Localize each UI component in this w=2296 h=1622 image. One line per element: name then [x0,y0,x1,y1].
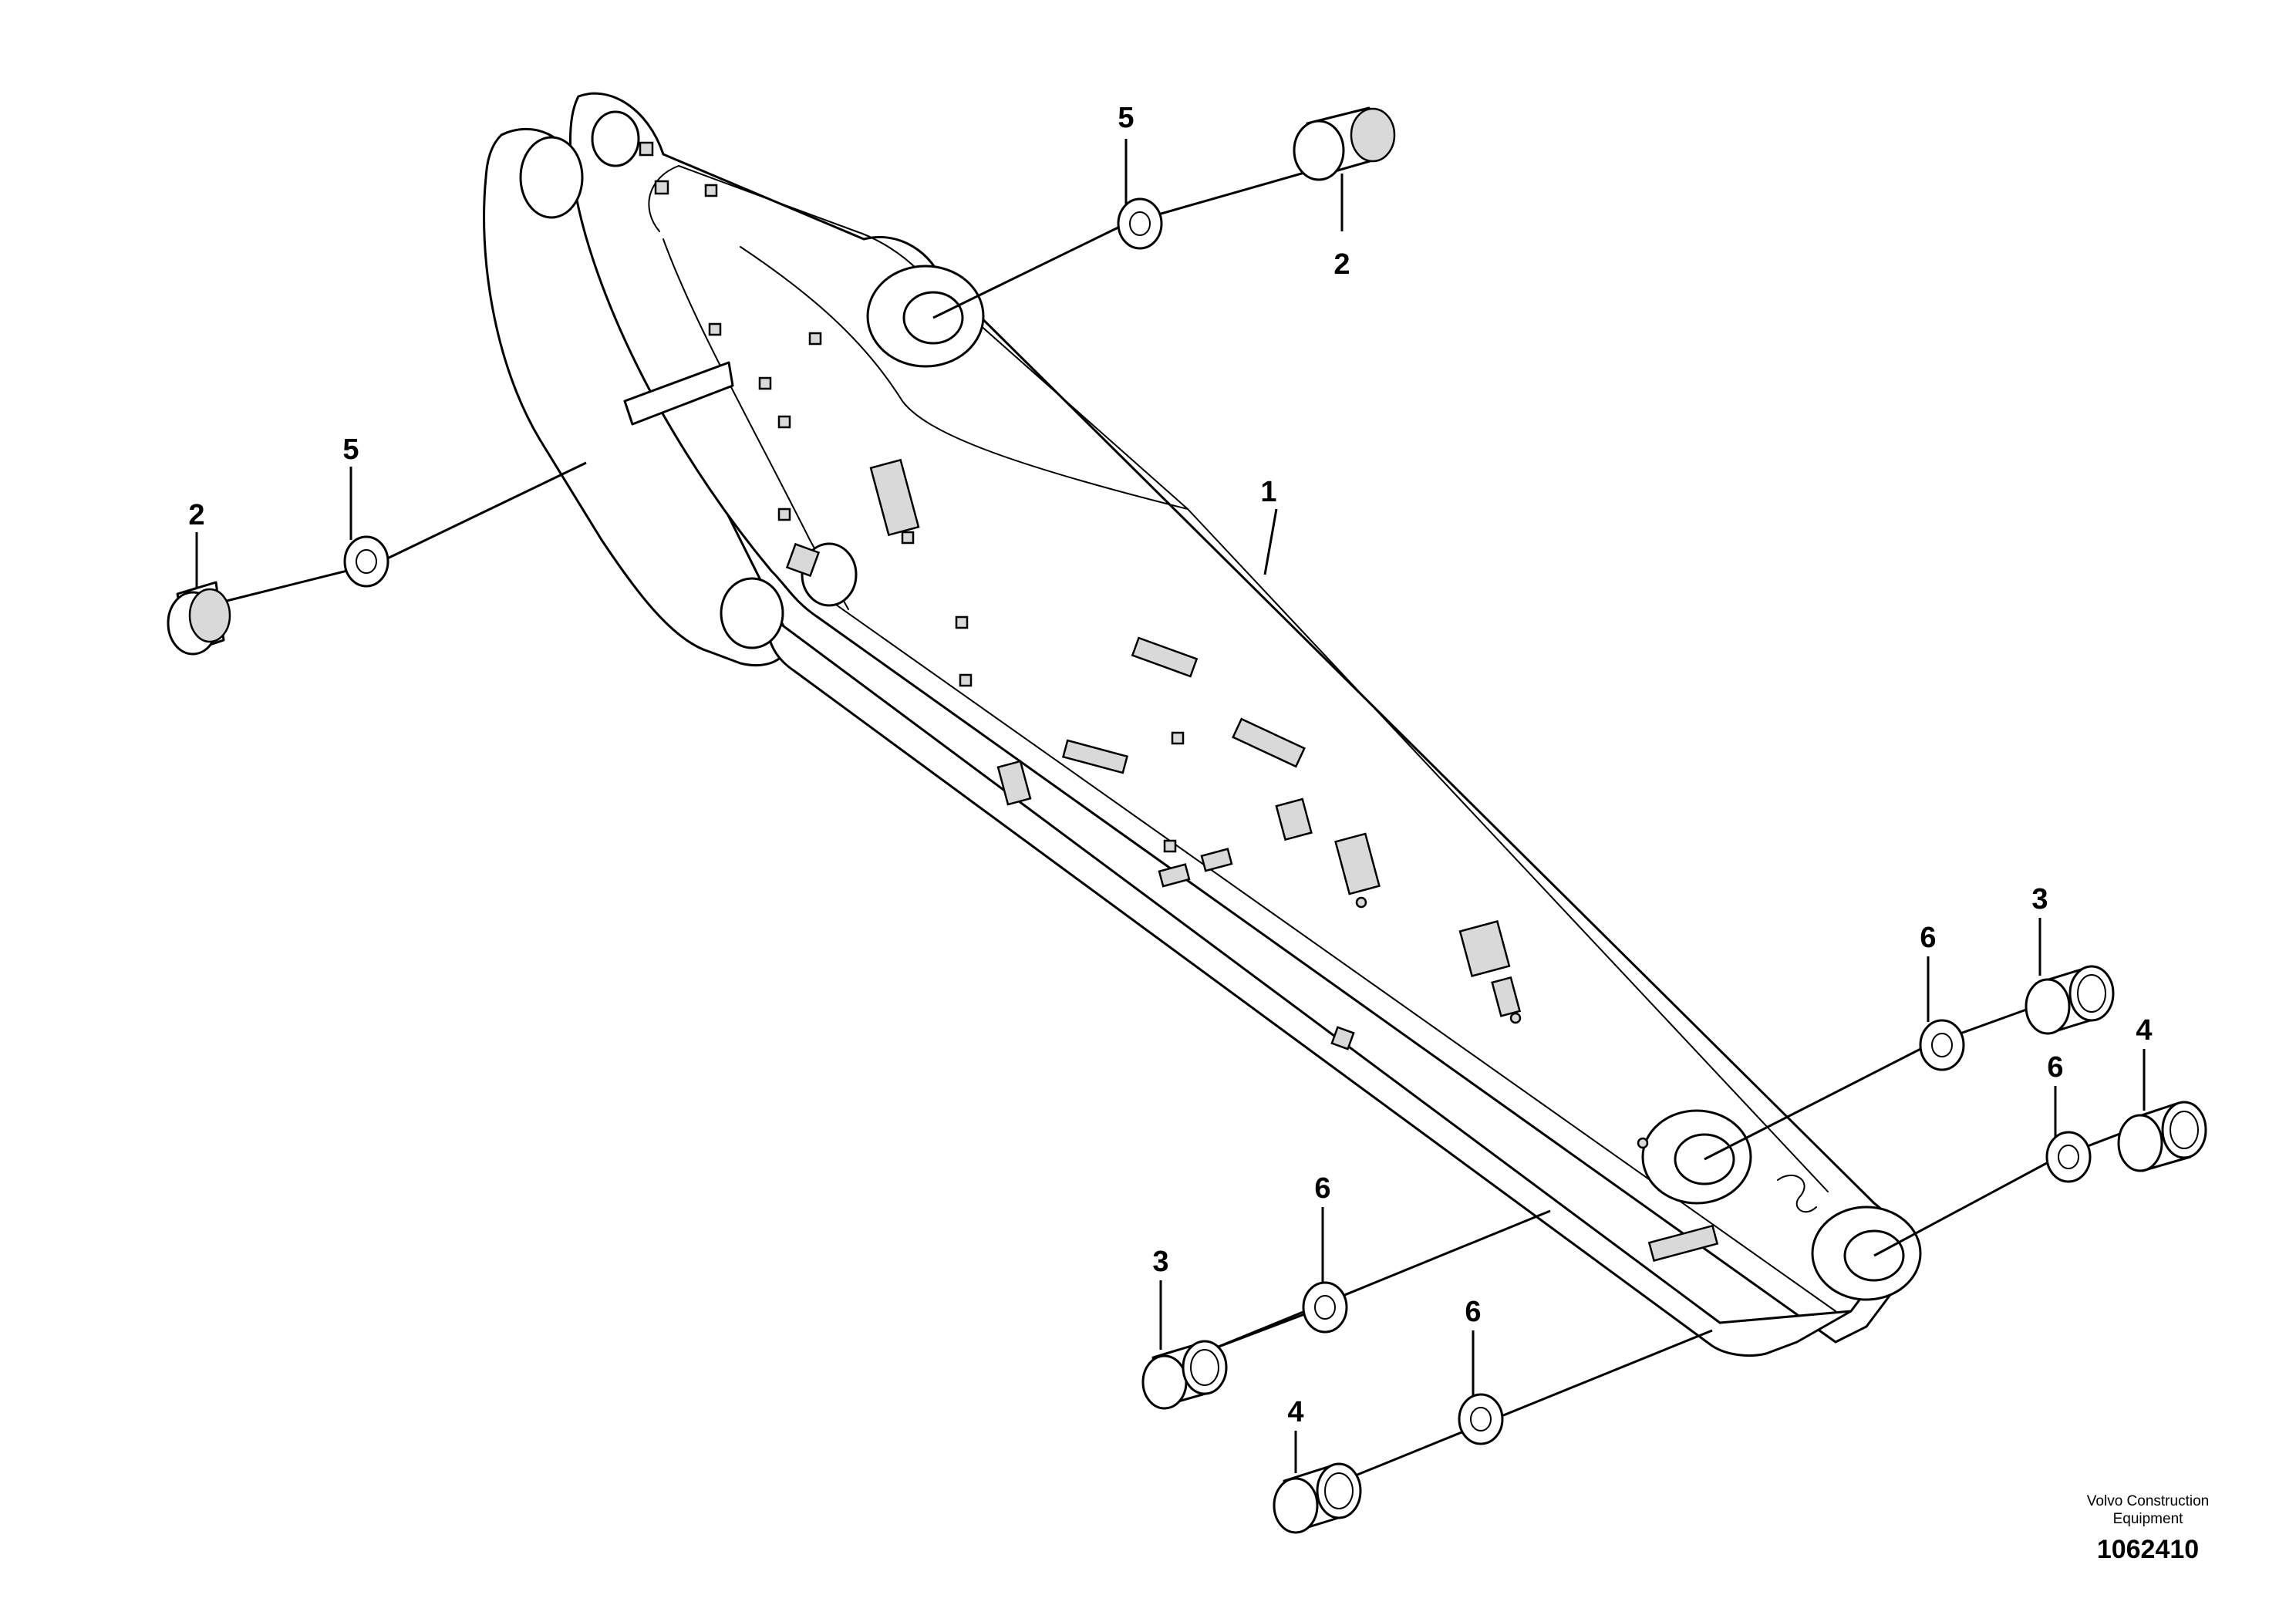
boom-web-line [740,246,1188,510]
drawing-number: 1062410 [2096,1535,2200,1564]
callout-washer-right-lower: 6 [2047,1051,2063,1084]
lifting-eye [1777,1175,1817,1213]
callout-spacer-lower-left: 3 [1152,1246,1168,1278]
bracket [1158,863,1191,888]
spacer-right-upper [2025,965,2115,1035]
brand-label: Volvo Construction Equipment [2036,1492,2260,1528]
bracket [1200,848,1233,872]
boom-structure [483,92,1922,1357]
bracket [1232,717,1306,768]
washer-right-lower [2045,1131,2092,1183]
callout-bushing-right-lower: 4 [2136,1014,2152,1047]
bracket [996,760,1032,806]
bolt-heads [639,141,1649,1149]
bracket [869,458,920,537]
brand-line-2: Equipment [2112,1511,2183,1527]
callout-washer-lower-mid: 6 [1314,1172,1330,1205]
callout-boom: 1 [1260,476,1276,508]
brand-line-1: Volvo Construction [2086,1493,2210,1509]
bracket [1131,636,1199,678]
callout-washer-right-upper: 6 [1920,922,1936,954]
bushing-right-lower [2117,1101,2207,1172]
bracket [1275,798,1313,841]
boom-left-eye-top [519,136,584,219]
callout-spacer-right-upper: 3 [2031,883,2048,916]
washer-lower-mid [1302,1281,1348,1334]
bracket [1491,976,1522,1017]
callout-washer-upper-right: 5 [1118,102,1134,134]
bushing-lower-left [1273,1462,1362,1534]
bracket [1061,739,1129,774]
leader-lines [195,139,2146,1498]
bushing-upper-left [167,581,231,656]
boom-right-eye-top [591,110,640,167]
bushing-upper-right [1293,106,1396,181]
boom-left-eye-bottom [720,577,784,649]
callout-washer-lower-low: 6 [1465,1296,1481,1328]
bracket [1647,1224,1719,1262]
bracket [1458,920,1511,977]
callout-bushing-upper-left: 2 [188,499,204,531]
callout-bushing-upper-right: 2 [1333,248,1350,281]
callout-washer-upper-left: 5 [342,433,359,466]
washer-upper-left [343,535,389,588]
washer-lower-low [1458,1393,1504,1445]
boom-top-web [648,165,1829,1192]
boom-main-plate [569,92,1904,1344]
spacer-lower-left [1141,1340,1228,1410]
bracket [1330,1026,1355,1050]
boom-cross-member [623,361,734,426]
callout-bushing-lower-left: 4 [1287,1396,1303,1428]
bracket [785,542,821,578]
washer-right-upper [1919,1019,1965,1071]
washer-upper-right [1117,197,1163,250]
callout-labels: 1 2 2 5 5 6 3 6 4 6 3 6 4 [188,102,2152,1428]
bracket [1334,832,1381,895]
boom-inner-edge [663,238,849,610]
